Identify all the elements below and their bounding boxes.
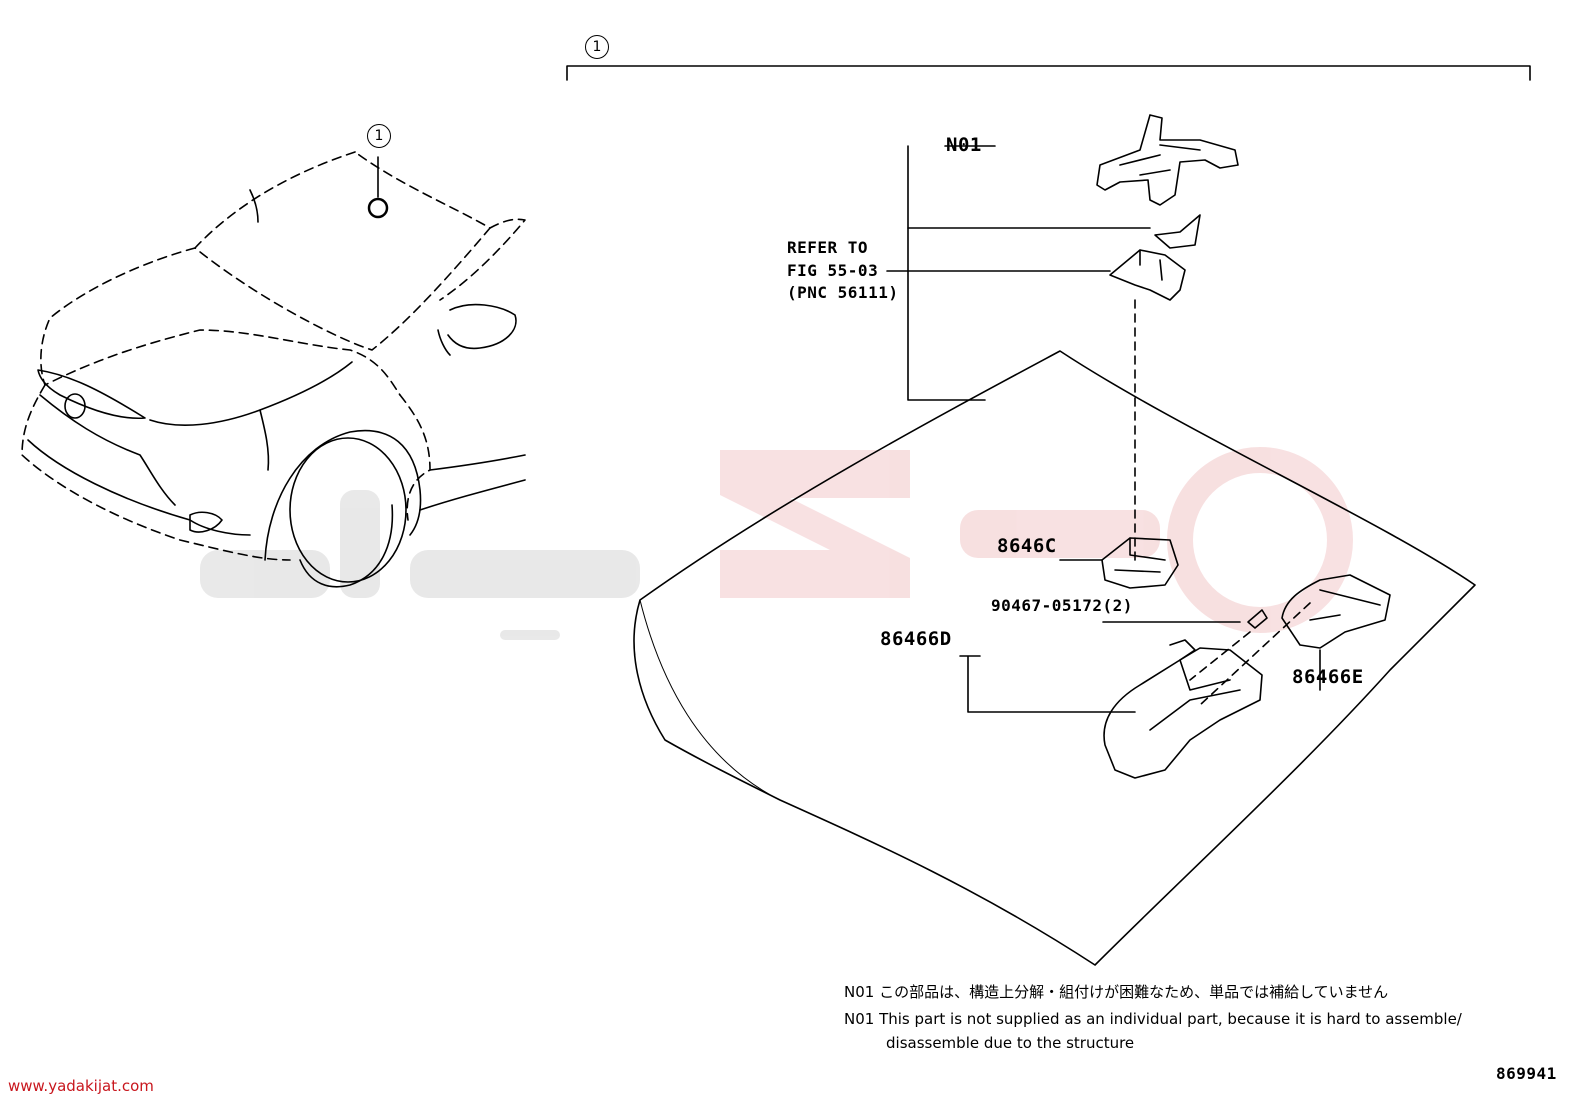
label-refer-line3: (PNC 56111)	[787, 283, 899, 302]
note-japanese: N01 この部品は、構造上分解・組付けが困難なため、単品では補給していません	[844, 983, 1389, 1001]
watermark-url: www.yadakijat.com	[8, 1077, 154, 1095]
label-86466e: 86466E	[1292, 666, 1364, 688]
cover-86466d-part	[1103, 639, 1263, 779]
camera-location-marker	[367, 197, 389, 219]
car-illustration	[21, 151, 526, 588]
label-86466d: 86466D	[880, 628, 952, 650]
label-90467-05172: 90467-05172(2)	[991, 596, 1133, 615]
watermark-logo	[200, 447, 1353, 640]
reference-marker-top: 1	[585, 35, 609, 59]
label-8646c: 8646C	[997, 535, 1057, 557]
top-bracket	[566, 65, 1531, 81]
windshield-glass	[633, 350, 1476, 966]
label-refer-line2: FIG 55-03	[787, 261, 879, 280]
reference-marker-car: 1	[367, 124, 391, 148]
label-n01: N01	[946, 134, 982, 156]
connector-part	[1154, 214, 1201, 249]
cover-86466e-part	[1281, 574, 1391, 649]
note-english-line1: N01 This part is not supplied as an indi…	[844, 1010, 1462, 1028]
figure-number: 869941	[1496, 1064, 1557, 1083]
camera-bracket-part	[1109, 249, 1186, 301]
label-refer-line1: REFER TO	[787, 238, 869, 257]
upper-bracket-part	[1096, 114, 1239, 206]
note-english-line2: disassemble due to the structure	[886, 1034, 1135, 1052]
camera-module-part	[1101, 537, 1179, 589]
